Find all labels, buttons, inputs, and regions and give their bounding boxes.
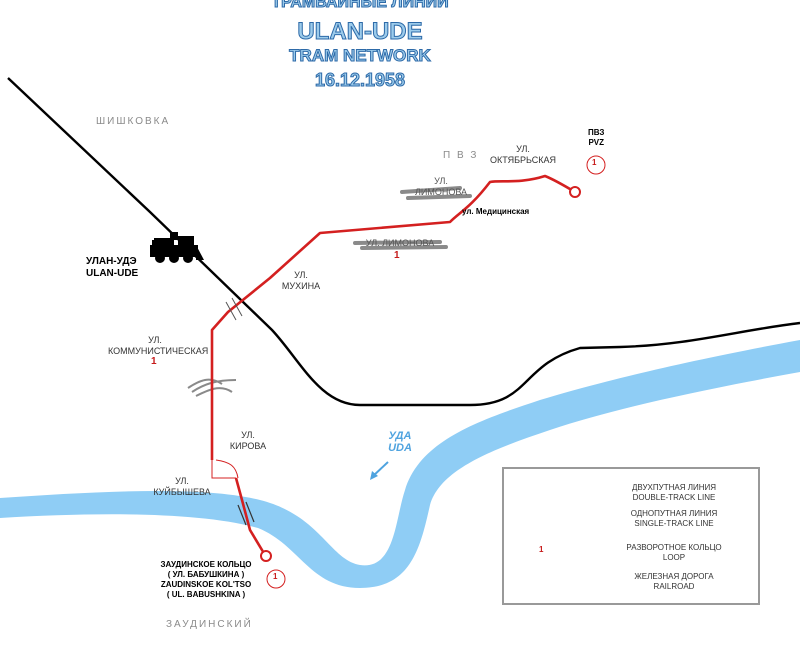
- pvz-label-en: PVZ: [588, 138, 604, 147]
- street-name: ЛИМОНОВА: [414, 187, 468, 197]
- street-name: КОММУНИСТИЧЕСКАЯ: [108, 346, 209, 356]
- street-prefix: УЛ.: [434, 176, 448, 186]
- district-zaudinsky: ЗАУДИНСКИЙ: [166, 619, 253, 630]
- city-label-ru: УЛАН-УДЭ: [86, 256, 137, 267]
- zaudinskoe-en-street: ( UL. BABUSHKINA ): [166, 590, 246, 599]
- street-prefix: УЛ.: [175, 476, 189, 486]
- street-meditsinskaya: ул. Медицинская: [462, 207, 530, 216]
- street-limonova-upper: УЛ. ЛИМОНОВА: [410, 176, 472, 198]
- street-name: МУХИНА: [281, 281, 321, 291]
- railroad-line: [7, 77, 800, 407]
- loop-number-circle-pvz: [586, 155, 606, 175]
- loop-marker-icon: [569, 186, 581, 198]
- loop-number-circle-zaudinsk: [266, 569, 286, 589]
- loop-marker-icon: [260, 550, 272, 562]
- street-kommunisticheskaya: УЛ. КОММУНИСТИЧЕСКАЯ: [108, 335, 209, 357]
- river-main: [0, 340, 800, 588]
- street-mukhina: УЛ. МУХИНА: [278, 270, 324, 292]
- river-label: УДА UDA: [380, 430, 420, 454]
- street-prefix: УЛ.: [516, 144, 530, 154]
- legend-text-en: DOUBLE-TRACK LINE: [632, 493, 716, 502]
- title-en: TRAM NETWORK: [289, 46, 432, 66]
- zaudinskoe-en: ZAUDINSKOE KOL'TSO: [160, 580, 252, 589]
- street-name: ОКТЯБРЬСКАЯ: [490, 155, 556, 165]
- zaudinskoe-ru: ЗАУДИНСКОЕ КОЛЬЦО: [160, 560, 252, 569]
- street-prefix: УЛ.: [241, 430, 255, 440]
- title-city: ULAN-UDE: [297, 18, 423, 46]
- street-limonova-lower: УЛ. ЛИМОНОВА: [365, 238, 435, 248]
- tram-line-mukhina: [210, 174, 576, 402]
- district-shishkovka: ШИШКОВКА: [96, 116, 171, 127]
- river-label-ru: УДА: [388, 430, 412, 442]
- legend-text-en: RAILROAD: [653, 582, 695, 591]
- street-kirova: УЛ. КИРОВА: [228, 430, 268, 452]
- street-name: КИРОВА: [229, 441, 267, 451]
- street-prefix: УЛ.: [294, 270, 308, 280]
- legend-single-track: ОДНОПУТНАЯ ЛИНИЯ SINGLE-TRACK LINE: [594, 509, 754, 529]
- limonova-number: 1: [394, 250, 400, 261]
- title-ru: ТРАМВАЙНЫЕ ЛИНИИ: [271, 0, 449, 12]
- street-name: КУЙБЫШЕВА: [153, 487, 211, 497]
- legend-text-ru: ЖЕЛЕЗНАЯ ДОРОГА: [634, 572, 714, 581]
- district-pvz: П В З: [443, 150, 479, 161]
- locomotive-icon: [150, 232, 204, 263]
- pvz-terminus-label: ПВЗ PVZ: [588, 128, 604, 148]
- legend-text-en: SINGLE-TRACK LINE: [634, 519, 714, 528]
- zaudinskoe-loop-label: ЗАУДИНСКОЕ КОЛЬЦО ( УЛ. БАБУШКИНА ) ZAUD…: [150, 560, 262, 600]
- legend-loop: РАЗВОРОТНОЕ КОЛЬЦО LOOP: [594, 543, 754, 563]
- legend-text-ru: РАЗВОРОТНОЕ КОЛЬЦО: [626, 543, 722, 552]
- legend-text-en: LOOP: [662, 553, 686, 562]
- tram-line-kuybysheva: [210, 402, 267, 556]
- legend-loop-number: 1: [539, 545, 544, 554]
- legend-text-ru: ДВУХПУТНАЯ ЛИНИЯ: [631, 483, 717, 492]
- city-label: УЛАН-УДЭ ULAN-UDE: [86, 256, 138, 280]
- street-prefix: УЛ.: [148, 335, 162, 345]
- street-oktyabrskaya: УЛ. ОКТЯБРЬСКАЯ: [488, 144, 558, 166]
- zaudinskoe-loop-number: 1: [273, 572, 278, 581]
- city-label-en: ULAN-UDE: [86, 268, 139, 279]
- zaudinskoe-ru-street: ( УЛ. БАБУШКИНА ): [167, 570, 245, 579]
- planned-track-limonova: [353, 186, 472, 250]
- tram-single-track-kirova: [211, 459, 239, 479]
- legend-double-track: ДВУХПУТНАЯ ЛИНИЯ DOUBLE-TRACK LINE: [594, 483, 754, 503]
- legend-railroad: ЖЕЛЕЗНАЯ ДОРОГА RAILROAD: [594, 572, 754, 592]
- kommunisticheskaya-number: 1: [151, 356, 157, 367]
- title-date: 16.12.1958: [314, 70, 406, 91]
- legend-text-ru: ОДНОПУТНАЯ ЛИНИЯ: [630, 509, 718, 518]
- street-kuybysheva: УЛ. КУЙБЫШЕВА: [144, 476, 220, 498]
- bridge-uda: [237, 501, 255, 526]
- legend: ДВУХПУТНАЯ ЛИНИЯ DOUBLE-TRACK LINE ОДНОП…: [502, 467, 760, 605]
- pvz-label-ru: ПВЗ: [588, 128, 605, 137]
- pvz-loop-number: 1: [592, 158, 597, 167]
- bridge-railroad: [225, 297, 243, 321]
- river-label-en: UDA: [388, 442, 412, 454]
- river-arrow-icon: [370, 461, 389, 480]
